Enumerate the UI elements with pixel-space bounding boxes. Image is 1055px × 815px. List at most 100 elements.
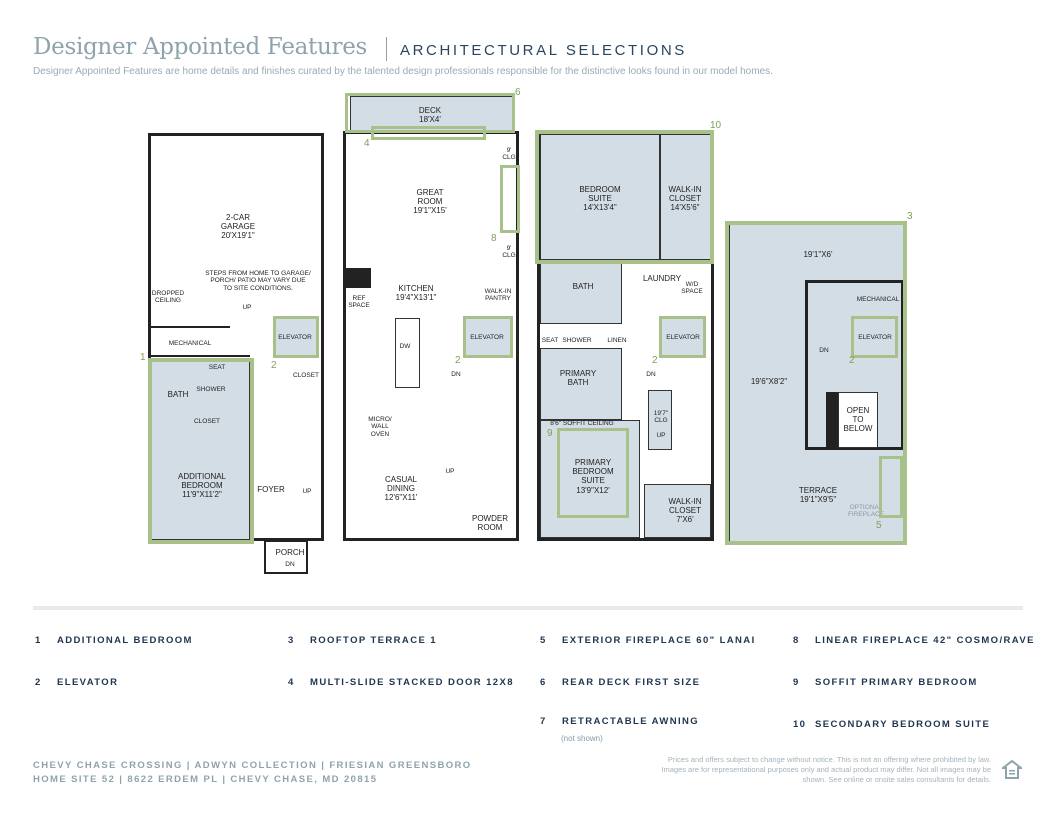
legend-item: 5 EXTERIOR FIREPLACE 60" LANAI	[540, 635, 756, 646]
marker-3: 3	[907, 211, 913, 222]
closet-label: CLOSET	[292, 372, 320, 379]
legend-label: SOFFIT PRIMARY BEDROOM	[815, 677, 978, 688]
page-subtitle: ARCHITECTURAL SELECTIONS	[400, 42, 687, 59]
dropped-ceiling-label: DROPPED CEILING	[151, 290, 185, 305]
ceiling-height-label: 9' CLG	[502, 147, 516, 162]
wall	[826, 392, 838, 448]
bath-label: BATH	[167, 390, 189, 399]
legend-note: (not shown)	[561, 734, 603, 743]
ceiling-height-label: 9' CLG	[502, 245, 516, 260]
open-to-below-label: OPEN TO BELOW	[843, 406, 873, 434]
dw-label: DW	[399, 343, 411, 350]
highlight-soffit	[557, 428, 629, 518]
shower-label: SHOWER	[196, 386, 226, 393]
marker-2: 2	[849, 355, 855, 366]
elevator-label: ELEVATOR	[666, 334, 700, 341]
garage-label: 2-CAR GARAGE 20'X19'1"	[220, 213, 256, 241]
additional-bedroom-label: ADDITIONAL BEDROOM 11'9"X11'2"	[177, 472, 227, 500]
page-title: Designer Appointed Features	[33, 34, 368, 60]
marker-2: 2	[652, 355, 658, 366]
stair-core-outline	[805, 280, 904, 450]
primary-bedroom-label: PRIMARY BEDROOM SUITE 13'9"X12'	[572, 458, 614, 495]
great-room-label: GREAT ROOM 19'1"X15'	[413, 188, 447, 216]
legend-label: EXTERIOR FIREPLACE 60" LANAI	[562, 635, 756, 646]
legend-number: 7	[540, 716, 547, 727]
marker-2: 2	[271, 360, 277, 371]
legend-label: ELEVATOR	[57, 677, 119, 688]
dn-label: DN	[819, 347, 829, 354]
marker-10: 10	[710, 120, 722, 131]
legend-item: 7 RETRACTABLE AWNING	[540, 716, 699, 727]
legend-number: 5	[540, 635, 547, 646]
equal-housing-icon	[1000, 759, 1024, 782]
intro-text: Designer Appointed Features are home det…	[33, 66, 773, 77]
bedroom-suite-label: BEDROOM SUITE 14'X13'4"	[579, 185, 621, 213]
marker-2: 2	[455, 355, 461, 366]
legend-label: LINEAR FIREPLACE 42" COSMO/RAVE	[815, 635, 1035, 646]
legend-number: 8	[793, 635, 800, 646]
elevator-label: ELEVATOR	[858, 334, 892, 341]
soffit-label: 8'6" SOFFIT CEILING	[550, 420, 614, 427]
laundry-label: LAUNDRY	[642, 274, 682, 283]
highlight-elevator	[463, 316, 513, 358]
elevator-label: ELEVATOR	[470, 334, 504, 341]
home-site-info: HOME SITE 52 | 8622 ERDEM PL | CHEVY CHA…	[33, 774, 378, 785]
up-label: UP	[445, 468, 455, 475]
mechanical-label: MECHANICAL	[168, 340, 212, 347]
legend-label: REAR DECK FIRST SIZE	[562, 677, 701, 688]
shower-label: SHOWER	[562, 337, 592, 344]
legend-number: 9	[793, 677, 800, 688]
community-info: CHEVY CHASE CROSSING | ADWYN COLLECTION …	[33, 760, 472, 771]
legend-number: 2	[35, 677, 42, 688]
mechanical-label: MECHANICAL	[856, 296, 900, 303]
highlight-fireplace	[500, 165, 520, 233]
open-to-below	[838, 392, 878, 448]
legend-label: SECONDARY BEDROOM SUITE	[815, 719, 991, 730]
terrace-mid-label: 19'6"X8'2"	[750, 377, 788, 386]
deck-room	[350, 96, 513, 131]
walk-in-closet-label: WALK-IN CLOSET 7'X6'	[668, 497, 702, 525]
marker-1: 1	[140, 352, 146, 363]
wall	[150, 326, 230, 328]
elevator-label: ELEVATOR	[278, 334, 312, 341]
kitchen-island	[395, 318, 420, 388]
bath-label: BATH	[572, 282, 594, 291]
ref-space-label: REF SPACE	[348, 295, 370, 310]
legend-number: 6	[540, 677, 547, 688]
dn-label: DN	[285, 561, 295, 568]
highlight-additional-bedroom	[148, 358, 254, 544]
optional-fireplace-label: OPTIONAL FIREPLACE	[847, 504, 885, 519]
legend-label: MULTI-SLIDE STACKED DOOR 12X8	[310, 677, 514, 688]
porch-outline	[264, 540, 308, 574]
up-label: UP	[302, 488, 312, 495]
title-divider	[386, 37, 387, 61]
walk-in-closet-label: WALK-IN CLOSET 14'X5'6"	[668, 185, 702, 213]
walk-in-closet-2-room	[644, 484, 711, 538]
dn-label: DN	[451, 371, 461, 378]
marker-6: 6	[515, 87, 521, 98]
marker-9: 9	[547, 428, 553, 439]
primary-bedroom-room	[540, 420, 640, 538]
highlight-elevator	[273, 316, 319, 358]
closet-label: CLOSET	[193, 418, 221, 425]
legend-number: 4	[288, 677, 295, 688]
seat-label: SEAT	[208, 364, 226, 371]
highlight-elevator	[659, 316, 706, 358]
highlight-deck	[345, 93, 515, 133]
terrace-room	[729, 224, 904, 542]
additional-bedroom-room	[150, 360, 250, 540]
highlight-bedroom-suite	[535, 130, 714, 264]
ref-column	[345, 268, 371, 288]
legend-item: 6 REAR DECK FIRST SIZE	[540, 677, 700, 688]
legend-label: RETRACTABLE AWNING	[562, 716, 700, 727]
ceiling-height-label: 19'7" CLG	[653, 410, 669, 425]
up-label: UP	[242, 304, 252, 311]
terrace-label: TERRACE 19'1"X9'5"	[798, 486, 838, 505]
marker-8: 8	[491, 233, 497, 244]
up-label: UP	[656, 432, 666, 439]
highlight-rooftop-terrace	[725, 221, 907, 545]
powder-room-label: POWDER ROOM	[472, 514, 508, 533]
highlight-exterior-fireplace	[879, 456, 903, 518]
